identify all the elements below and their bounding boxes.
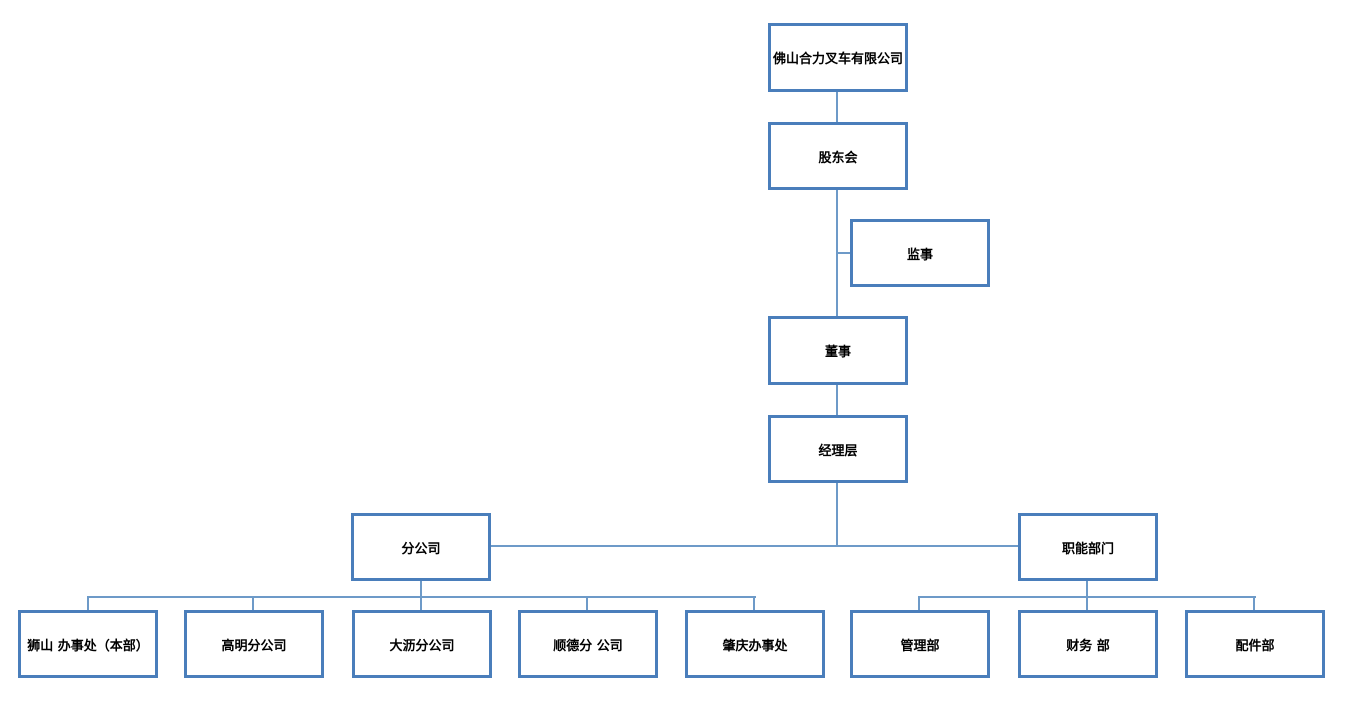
connector-stub-shishan [87,597,89,610]
connector-stub-gaoming [252,597,254,610]
org-node-shareholders-label: 股东会 [818,150,858,166]
org-node-finance-dept: 财务 部 [1018,610,1158,678]
org-node-parts-dept: 配件部 [1185,610,1325,678]
org-node-supervisor-label: 监事 [906,247,933,263]
connector-stub-guanli [918,597,920,610]
org-node-shishan-office: 狮山 办事处（本部） [18,610,158,678]
org-node-dali-branch-label: 大沥分公司 [389,638,455,654]
connector-management-drop [836,483,838,546]
org-node-shunde-branch-label: 顺德分 公司 [553,638,623,654]
connector-supervisor-stub [836,252,852,254]
org-node-management-dept: 管理部 [850,610,990,678]
org-node-branch-companies: 分公司 [351,513,491,581]
org-node-director: 董事 [768,316,908,385]
connector-director-management [836,385,838,415]
org-node-management-label: 经理层 [818,443,858,459]
connector-stub-peijian [1253,597,1255,610]
org-node-zhaoqing-office-label: 肇庆办事处 [722,638,788,654]
connector-stub-zhaoqing [753,597,755,610]
connector-functional-drop [1086,580,1088,597]
connector-company-shareholders [836,92,838,122]
org-node-director-label: 董事 [824,345,851,360]
org-node-shareholders: 股东会 [768,122,908,190]
connector-branch-functional-horizontal [489,545,1019,547]
org-node-functional-departments-label: 职能部门 [1061,541,1114,557]
org-node-branch-companies-label: 分公司 [401,541,441,557]
org-node-management-dept-label: 管理部 [900,638,940,654]
org-node-finance-dept-label: 财务 部 [1066,638,1110,654]
org-node-dali-branch: 大沥分公司 [352,610,492,678]
org-node-company: 佛山合力叉车有限公司 [768,23,908,92]
connector-stub-shunde [586,597,588,610]
connector-stub-dali [420,597,422,610]
org-node-supervisor: 监事 [850,219,990,287]
org-node-functional-departments: 职能部门 [1018,513,1158,581]
org-node-gaoming-branch-label: 高明分公司 [221,638,287,654]
org-node-parts-dept-label: 配件部 [1235,638,1275,654]
org-node-company-label: 佛山合力叉车有限公司 [772,52,903,67]
org-node-zhaoqing-office: 肇庆办事处 [685,610,825,678]
connector-branch-drop [420,580,422,597]
org-node-gaoming-branch: 高明分公司 [184,610,324,678]
org-node-shunde-branch: 顺德分 公司 [518,610,658,678]
connector-stub-caiwu [1086,597,1088,610]
org-node-management: 经理层 [768,415,908,483]
org-node-shishan-office-label: 狮山 办事处（本部） [27,638,149,654]
